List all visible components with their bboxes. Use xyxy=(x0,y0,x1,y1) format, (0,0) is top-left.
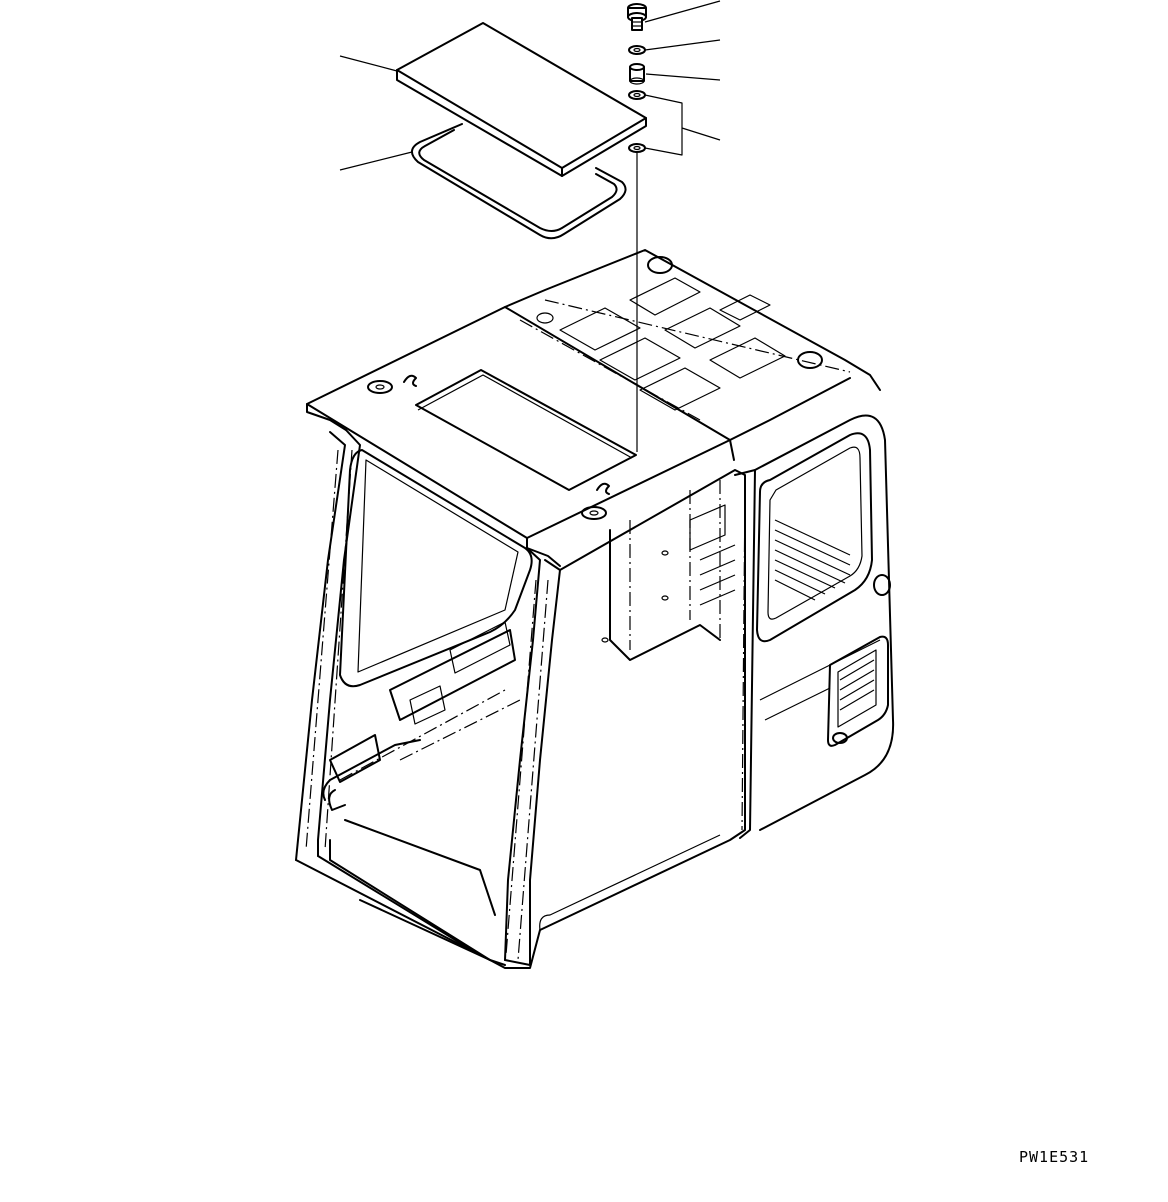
cab-door-frame xyxy=(734,469,756,839)
cab-side-window-left xyxy=(339,449,533,688)
roof-seal-gasket xyxy=(411,123,627,240)
cab-interior-rear-wall xyxy=(539,469,746,931)
roof-cover-plate xyxy=(396,22,647,177)
cab-door-right xyxy=(754,414,895,831)
cab-roof xyxy=(306,306,735,567)
washer-upper xyxy=(628,45,646,55)
callout-leaders xyxy=(339,0,721,171)
cab-door-louvers xyxy=(699,519,851,606)
cab-front-pillar-left xyxy=(295,429,361,861)
fastener-stack xyxy=(627,3,647,452)
washer-lower xyxy=(628,90,646,100)
operator-cab xyxy=(295,249,895,969)
cab-side-panel-left xyxy=(317,621,521,966)
cab-rear-roof-frame xyxy=(504,249,881,441)
cab-front-sill xyxy=(295,859,541,969)
cab-front-pillar-right xyxy=(504,547,561,966)
grommet xyxy=(628,143,646,153)
bolt xyxy=(627,3,647,31)
spacer-collar xyxy=(629,63,645,85)
drawing-code-label: PW1E531 xyxy=(1019,1148,1089,1166)
